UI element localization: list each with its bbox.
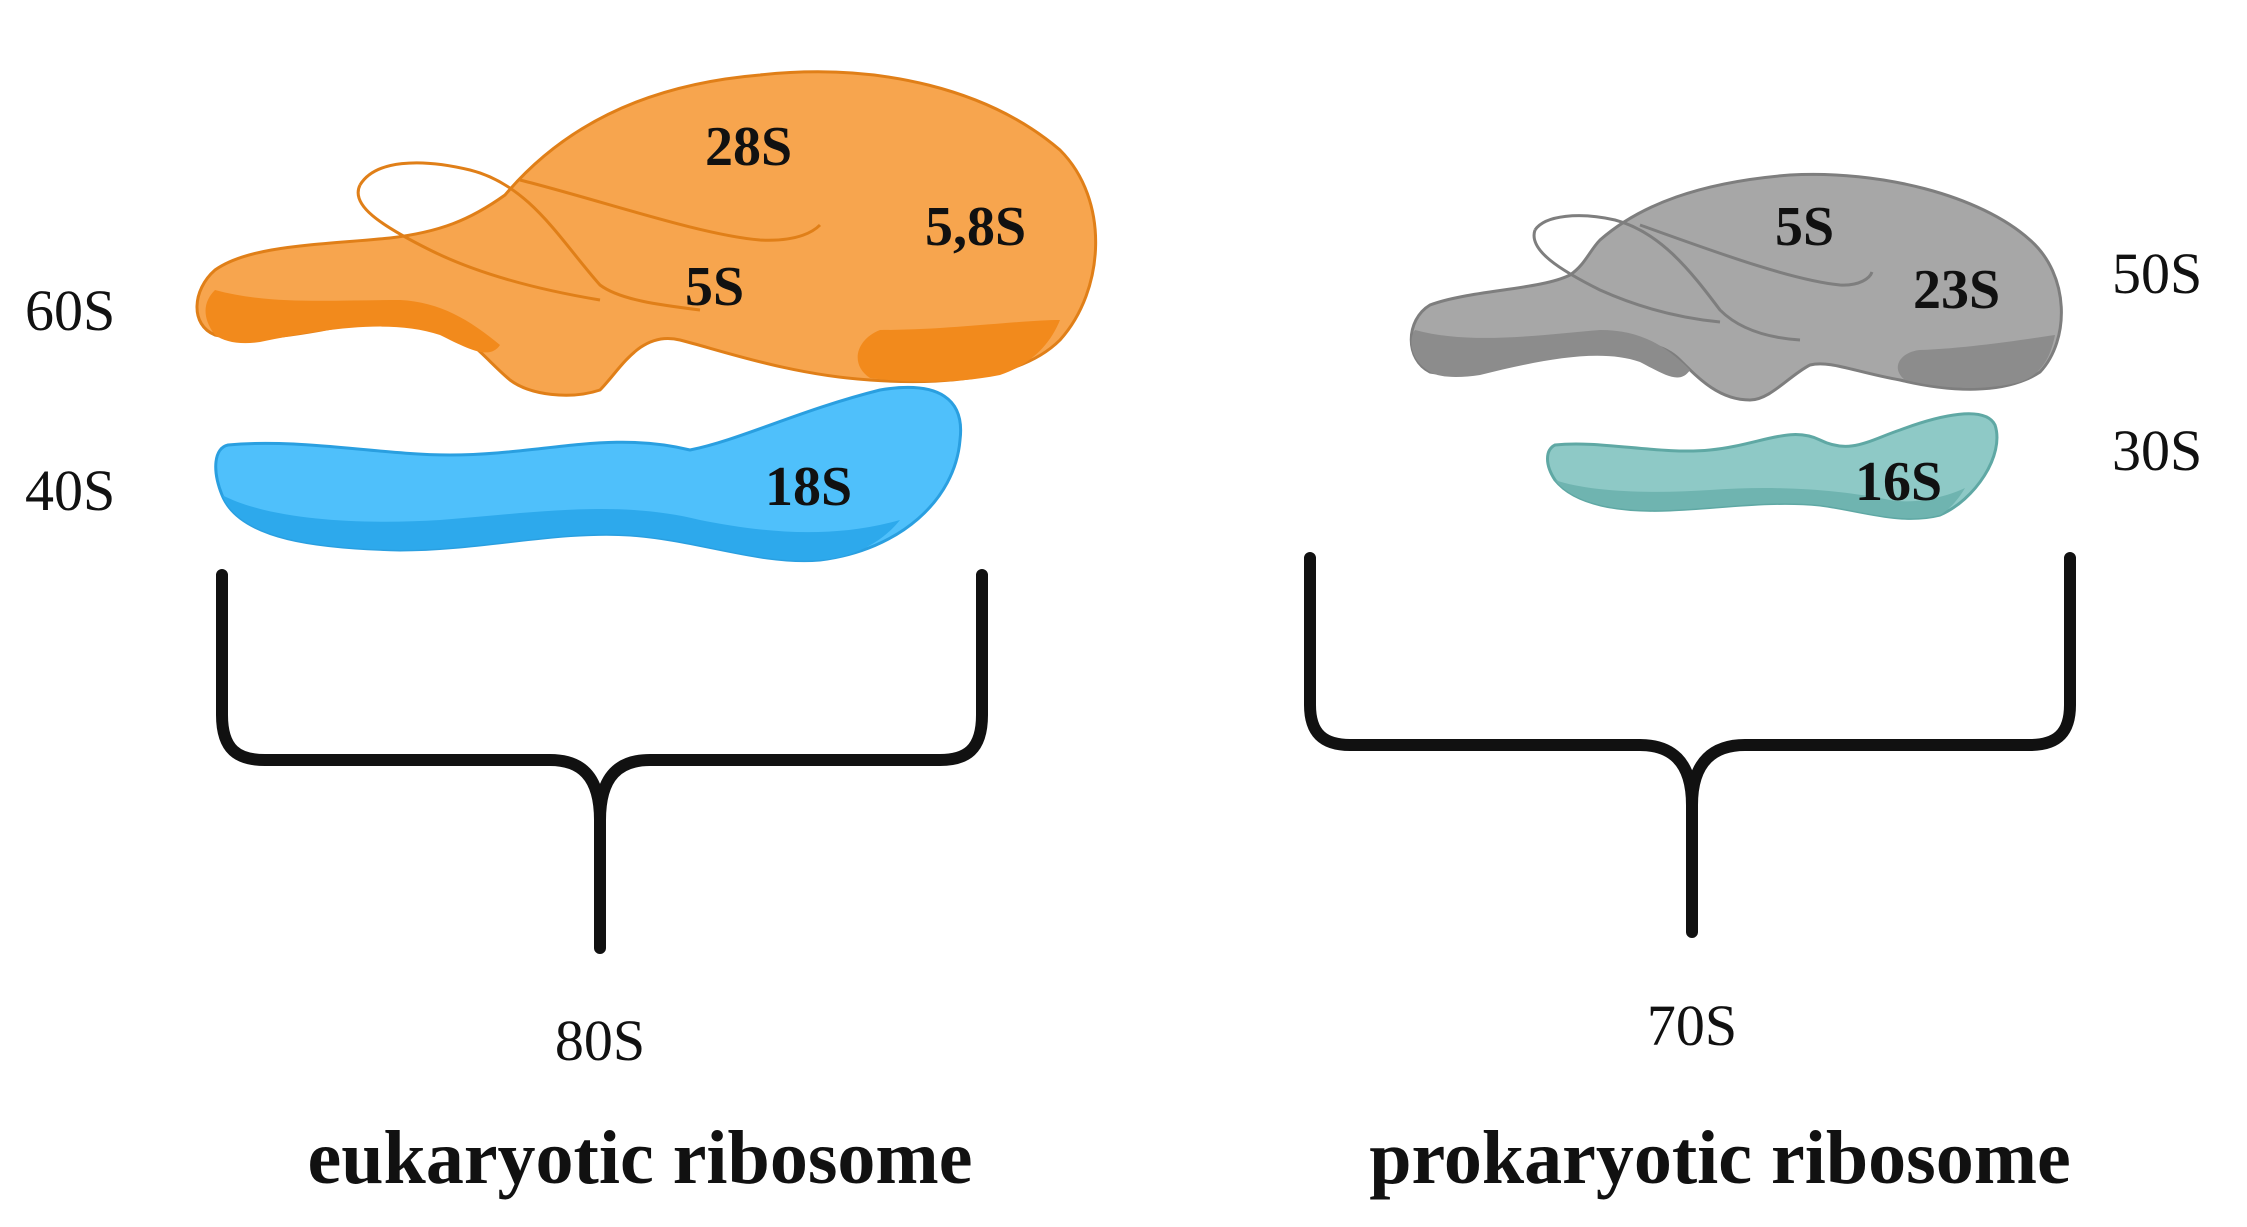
prokaryotic-ribosome-group: 50S 30S 5S 23S 16S 70S prokaryotic ribos… bbox=[1304, 172, 2202, 1200]
prokaryotic-large-subunit-lobe-edge bbox=[1532, 229, 1721, 324]
eukaryotic-small-subunit bbox=[214, 385, 963, 563]
prokaryotic-large-subunit-shadow-right bbox=[1897, 335, 2055, 388]
eukaryotic-large-subunit-label: 60S bbox=[25, 278, 115, 343]
prokaryotic-small-subunit-shadow bbox=[1555, 480, 1965, 519]
eukaryotic-total-label: 80S bbox=[555, 1008, 645, 1073]
eukaryotic-large-subunit-shadow bbox=[205, 290, 500, 353]
eukaryotic-rrna-28s-label: 28S bbox=[705, 116, 792, 178]
prokaryotic-large-subunit bbox=[1409, 172, 2063, 402]
prokaryotic-rrna-16s-label: 16S bbox=[1855, 451, 1942, 513]
prokaryotic-large-subunit-lobe bbox=[1533, 214, 1801, 342]
eukaryotic-ribosome-group: 60S 40S 28S 5,8S 5S 18S 80S eukaryotic r… bbox=[25, 70, 1098, 1200]
prokaryotic-rrna-5s-label: 5S bbox=[1775, 196, 1834, 258]
eukaryotic-large-subunit-lobe bbox=[358, 161, 701, 312]
eukaryotic-rrna-5s-label: 5S bbox=[685, 256, 744, 318]
prokaryotic-large-subunit-fold-line bbox=[1639, 223, 1874, 287]
prokaryotic-bracket bbox=[1304, 552, 2076, 938]
eukaryotic-large-subunit-fold-line bbox=[519, 178, 822, 242]
eukaryotic-small-subunit-shadow bbox=[222, 495, 900, 561]
eukaryotic-rrna-5-8s-label: 5,8S bbox=[925, 196, 1026, 258]
prokaryotic-total-label: 70S bbox=[1647, 993, 1737, 1058]
prokaryotic-large-subunit-shadow bbox=[1411, 330, 1690, 378]
eukaryotic-rrna-18s-label: 18S bbox=[765, 456, 852, 518]
prokaryotic-rrna-23s-label: 23S bbox=[1913, 259, 2000, 321]
eukaryotic-large-subunit-shadow-right bbox=[857, 320, 1060, 382]
prokaryotic-small-subunit-label: 30S bbox=[2112, 418, 2202, 483]
eukaryotic-large-subunit bbox=[195, 70, 1098, 397]
eukaryotic-title: eukaryotic ribosome bbox=[308, 1116, 973, 1200]
eukaryotic-large-subunit-lobe-edge bbox=[356, 184, 601, 302]
prokaryotic-large-subunit-label: 50S bbox=[2112, 241, 2202, 306]
eukaryotic-bracket bbox=[216, 569, 988, 954]
prokaryotic-title: prokaryotic ribosome bbox=[1369, 1116, 2071, 1200]
prokaryotic-small-subunit bbox=[1546, 412, 1999, 520]
eukaryotic-small-subunit-label: 40S bbox=[25, 458, 115, 523]
